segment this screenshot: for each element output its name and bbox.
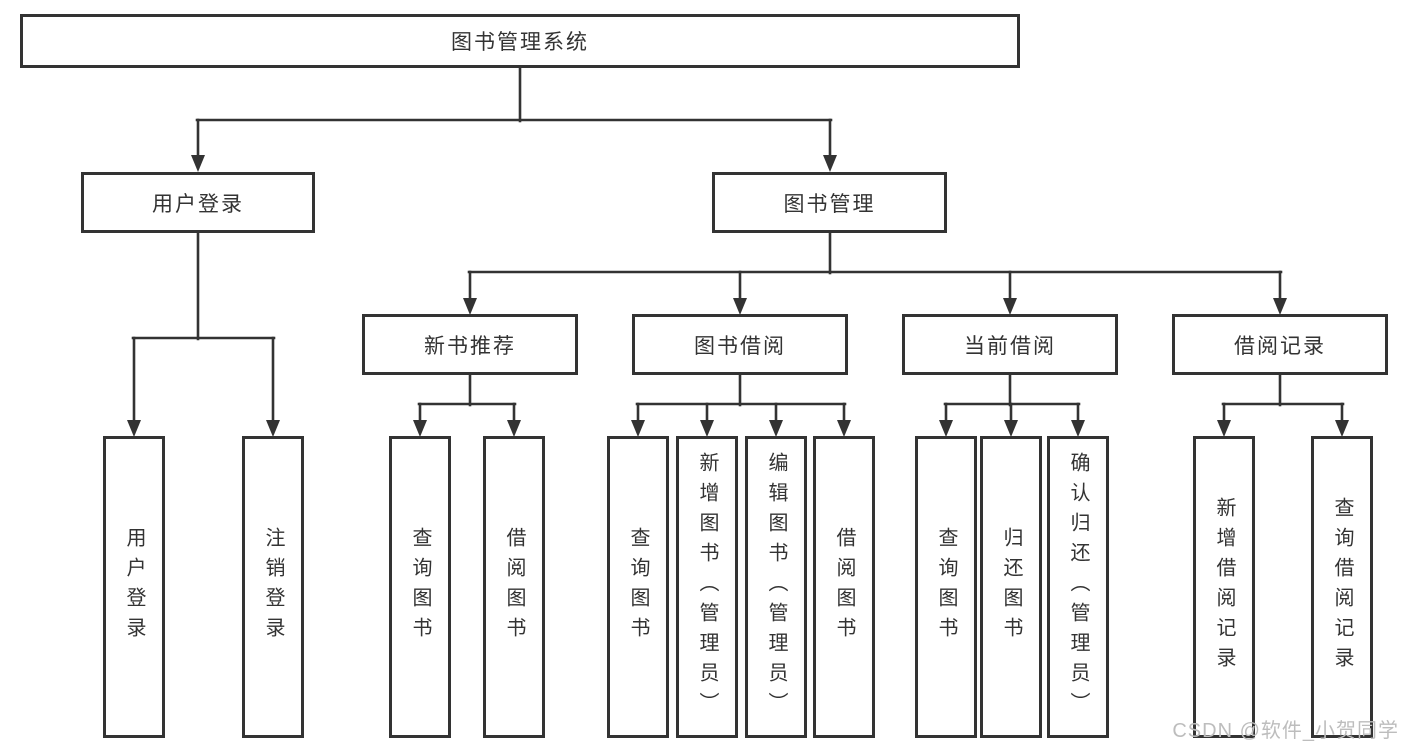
leaf-current-confirm-return-admin-label: 确认归还（管理员） <box>1067 452 1089 722</box>
node-user-login: 用户登录 <box>81 172 315 233</box>
node-book-management: 图书管理 <box>712 172 947 233</box>
leaf-recommend-query-books: 查询图书 <box>389 436 451 738</box>
leaf-record-add-borrow-record: 新增借阅记录 <box>1193 436 1255 738</box>
leaf-record-query-borrow-record: 查询借阅记录 <box>1311 436 1373 738</box>
leaf-borrow-edit-books-admin-label: 编辑图书（管理员） <box>765 452 787 722</box>
leaf-recommend-borrow-books-label: 借阅图书 <box>503 527 525 647</box>
leaf-borrow-edit-books-admin: 编辑图书（管理员） <box>745 436 807 738</box>
leaf-current-query-books: 查询图书 <box>915 436 977 738</box>
leaf-borrow-borrow-books: 借阅图书 <box>813 436 875 738</box>
node-borrow-record-label: 借阅记录 <box>1234 334 1326 358</box>
leaf-borrow-query-books: 查询图书 <box>607 436 669 738</box>
leaf-recommend-query-books-label: 查询图书 <box>409 527 431 647</box>
node-current-borrow-label: 当前借阅 <box>964 334 1056 358</box>
node-borrow-record: 借阅记录 <box>1172 314 1388 375</box>
node-book-borrow: 图书借阅 <box>632 314 848 375</box>
node-user-login-label: 用户登录 <box>152 192 244 216</box>
node-current-borrow: 当前借阅 <box>902 314 1118 375</box>
node-root-library-system: 图书管理系统 <box>20 14 1020 68</box>
leaf-user-login-label: 用户登录 <box>123 527 145 647</box>
leaf-current-return-books: 归还图书 <box>980 436 1042 738</box>
node-book-management-label: 图书管理 <box>783 192 876 216</box>
leaf-current-confirm-return-admin: 确认归还（管理员） <box>1047 436 1109 738</box>
leaf-user-login: 用户登录 <box>103 436 165 738</box>
leaf-borrow-borrow-books-label: 借阅图书 <box>833 527 855 647</box>
watermark: CSDN @软件_小贺同学 <box>1172 720 1399 742</box>
leaf-recommend-borrow-books: 借阅图书 <box>483 436 545 738</box>
node-new-book-recommend-label: 新书推荐 <box>424 334 516 358</box>
leaf-borrow-query-books-label: 查询图书 <box>627 527 649 647</box>
leaf-borrow-add-books-admin-label: 新增图书（管理员） <box>696 452 718 722</box>
leaf-record-query-borrow-record-label: 查询借阅记录 <box>1331 497 1353 677</box>
leaf-logout-login: 注销登录 <box>242 436 304 738</box>
node-new-book-recommend: 新书推荐 <box>362 314 578 375</box>
node-book-borrow-label: 图书借阅 <box>694 334 786 358</box>
leaf-logout-login-label: 注销登录 <box>262 527 284 647</box>
leaf-current-query-books-label: 查询图书 <box>935 527 957 647</box>
leaf-borrow-add-books-admin: 新增图书（管理员） <box>676 436 738 738</box>
leaf-record-add-borrow-record-label: 新增借阅记录 <box>1213 497 1235 677</box>
leaf-current-return-books-label: 归还图书 <box>1000 527 1022 647</box>
node-root-label: 图书管理系统 <box>451 31 589 54</box>
